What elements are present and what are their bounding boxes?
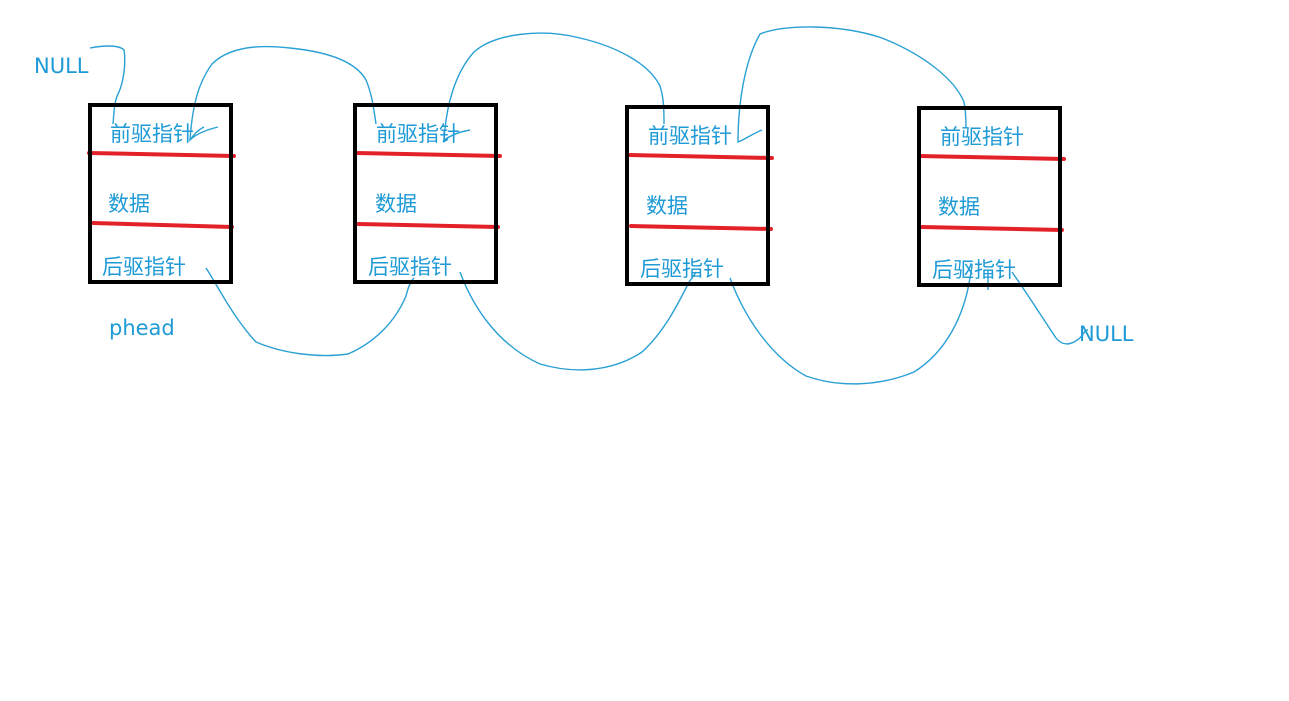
link-node2-next-to-node3-prev: [443, 32, 665, 142]
null-right-label: NULL: [1079, 322, 1134, 346]
separator-node-2-top: [354, 151, 502, 158]
separator-node-1-bottom: [91, 221, 234, 229]
link-node1-next-to-node2-prev-tail: [189, 126, 205, 141]
node-4-box: [917, 106, 1062, 287]
separator-node-4-bottom: [920, 225, 1064, 232]
link-node1-back-node2: [205, 267, 415, 357]
separator-node-1-top: [87, 151, 236, 158]
node-4-data-label: 数据: [938, 195, 980, 219]
node-4-prev-label: 前驱指针: [940, 125, 1024, 149]
link-node4-next-to-null: [1011, 271, 1089, 345]
node-1-box: [88, 103, 233, 284]
node-1-next-label: 后驱指针: [102, 255, 186, 279]
separator-node-3-top: [625, 153, 774, 160]
node-2-data-label: 数据: [375, 192, 417, 216]
link-null-to-node1-prev: [89, 45, 126, 125]
node-1-data-label: 数据: [108, 192, 150, 216]
node-2-next-label: 后驱指针: [368, 255, 452, 279]
node-3-prev-label: 前驱指针: [648, 124, 732, 148]
node-1-prev-label: 前驱指针: [110, 122, 194, 146]
node-2-box: [353, 103, 498, 284]
null-left-label: NULL: [34, 54, 89, 78]
separator-node-4-top: [917, 154, 1066, 161]
node-3-data-label: 数据: [646, 194, 688, 218]
node-3-box: [625, 105, 770, 286]
link-node3-back-node4: [729, 263, 973, 385]
head-label: phead: [109, 316, 175, 340]
separator-node-3-bottom: [629, 224, 773, 231]
node-2-prev-label: 前驱指针: [376, 122, 460, 146]
node-4-next-label: 后驱指针: [932, 258, 1016, 282]
link-node3-next-to-node4-prev: [737, 26, 967, 143]
node-3-next-label: 后驱指针: [640, 257, 724, 281]
link-node2-back-node3: [459, 271, 697, 371]
separator-node-2-bottom: [356, 222, 500, 229]
